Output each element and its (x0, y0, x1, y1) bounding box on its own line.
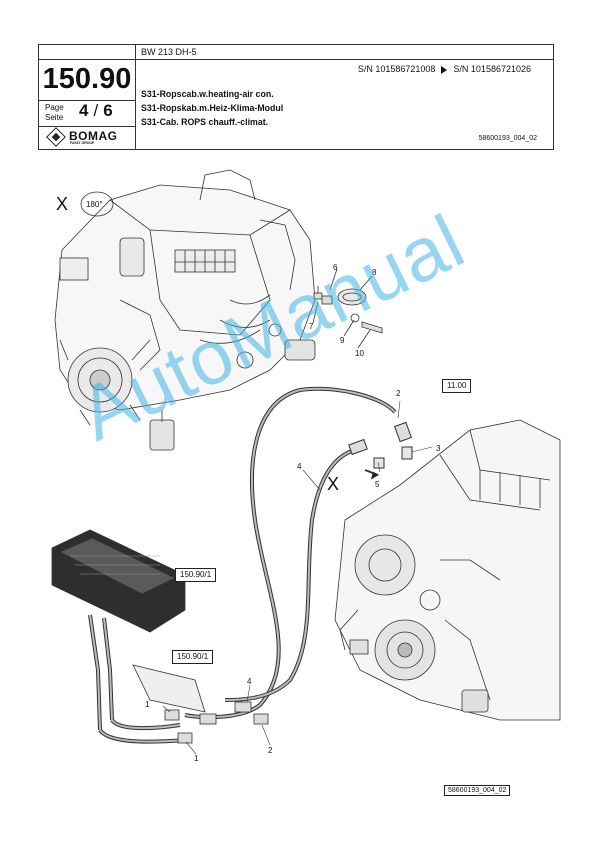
callout-2-lower: 2 (268, 746, 273, 755)
description-fr: S31-Cab. ROPS chauff.-climat. (141, 117, 269, 127)
callout-1-upper: 1 (145, 700, 150, 709)
callout-4-lower: 4 (247, 677, 252, 686)
heater-hoses (184, 386, 413, 720)
page-total: 6 (103, 101, 113, 120)
page-separator: / (93, 101, 99, 120)
callout-6: 6 (333, 263, 338, 272)
callout-1-lower: 1 (194, 754, 199, 763)
callout-7: 7 (309, 322, 314, 331)
serial-from: S/N 101586721008 (357, 64, 436, 74)
description-en: S31-Ropscab.w.heating-air con. (141, 89, 274, 99)
callout-9: 9 (340, 336, 345, 345)
logo-brand: BOMAG (69, 129, 118, 143)
callout-5: 5 (375, 480, 380, 489)
rotation-circle-icon (80, 191, 114, 217)
header-table: 150.90 Page Seite 4/6 BOMAG FAYAT GROUP … (38, 44, 554, 150)
page-current: 4 (79, 101, 89, 120)
drawing-code: 58600193_004_02 (444, 785, 511, 796)
description-de: S31-Ropskab.m.Heiz-Klima-Modul (141, 103, 284, 113)
page-indicator: Page Seite 4/6 (39, 100, 135, 127)
callout-leaders (162, 400, 433, 755)
view-marker-top: X (56, 194, 68, 214)
callout-2-top: 2 (396, 389, 401, 398)
callout-3: 3 (436, 444, 441, 453)
reference-box-heater[interactable]: 150.90/1 (175, 568, 217, 582)
serial-to: S/N 101586721026 (453, 64, 531, 74)
heater-unit-illustration (51, 529, 269, 744)
description-block: S31-Ropscab.w.heating-air con. S31-Ropsk… (141, 87, 283, 129)
callout-8: 8 (372, 268, 377, 277)
engine-lower-illustration (334, 419, 561, 721)
page-label: Page Seite (45, 103, 64, 123)
engine-upper-illustration (54, 169, 316, 451)
rotation-label: 180° (86, 200, 103, 209)
arrow-right-icon (441, 65, 448, 74)
page-label-text: Page Seite (45, 103, 64, 122)
logo-sub: FAYAT GROUP (70, 141, 95, 145)
model-name: BW 213 DH-5 (135, 45, 553, 60)
page-number: 150.90 (39, 59, 135, 101)
page-value: 4/6 (79, 101, 113, 121)
serial-range: S/N 101586721008 S/N 101586721026 (358, 64, 531, 74)
reference-box-engine[interactable]: 11.00 (442, 379, 472, 393)
header-left-column: 150.90 Page Seite 4/6 BOMAG FAYAT GROUP (39, 45, 136, 149)
clamp-parts-group (312, 268, 383, 349)
callout-10: 10 (355, 349, 364, 358)
view-marker-engine: X (327, 474, 339, 494)
document-code: 58600193_004_02 (478, 135, 537, 142)
reference-box-bracket[interactable]: 150.90/1 (172, 650, 214, 664)
callout-4-top: 4 (297, 462, 302, 471)
bomag-logo: BOMAG FAYAT GROUP (46, 127, 131, 147)
